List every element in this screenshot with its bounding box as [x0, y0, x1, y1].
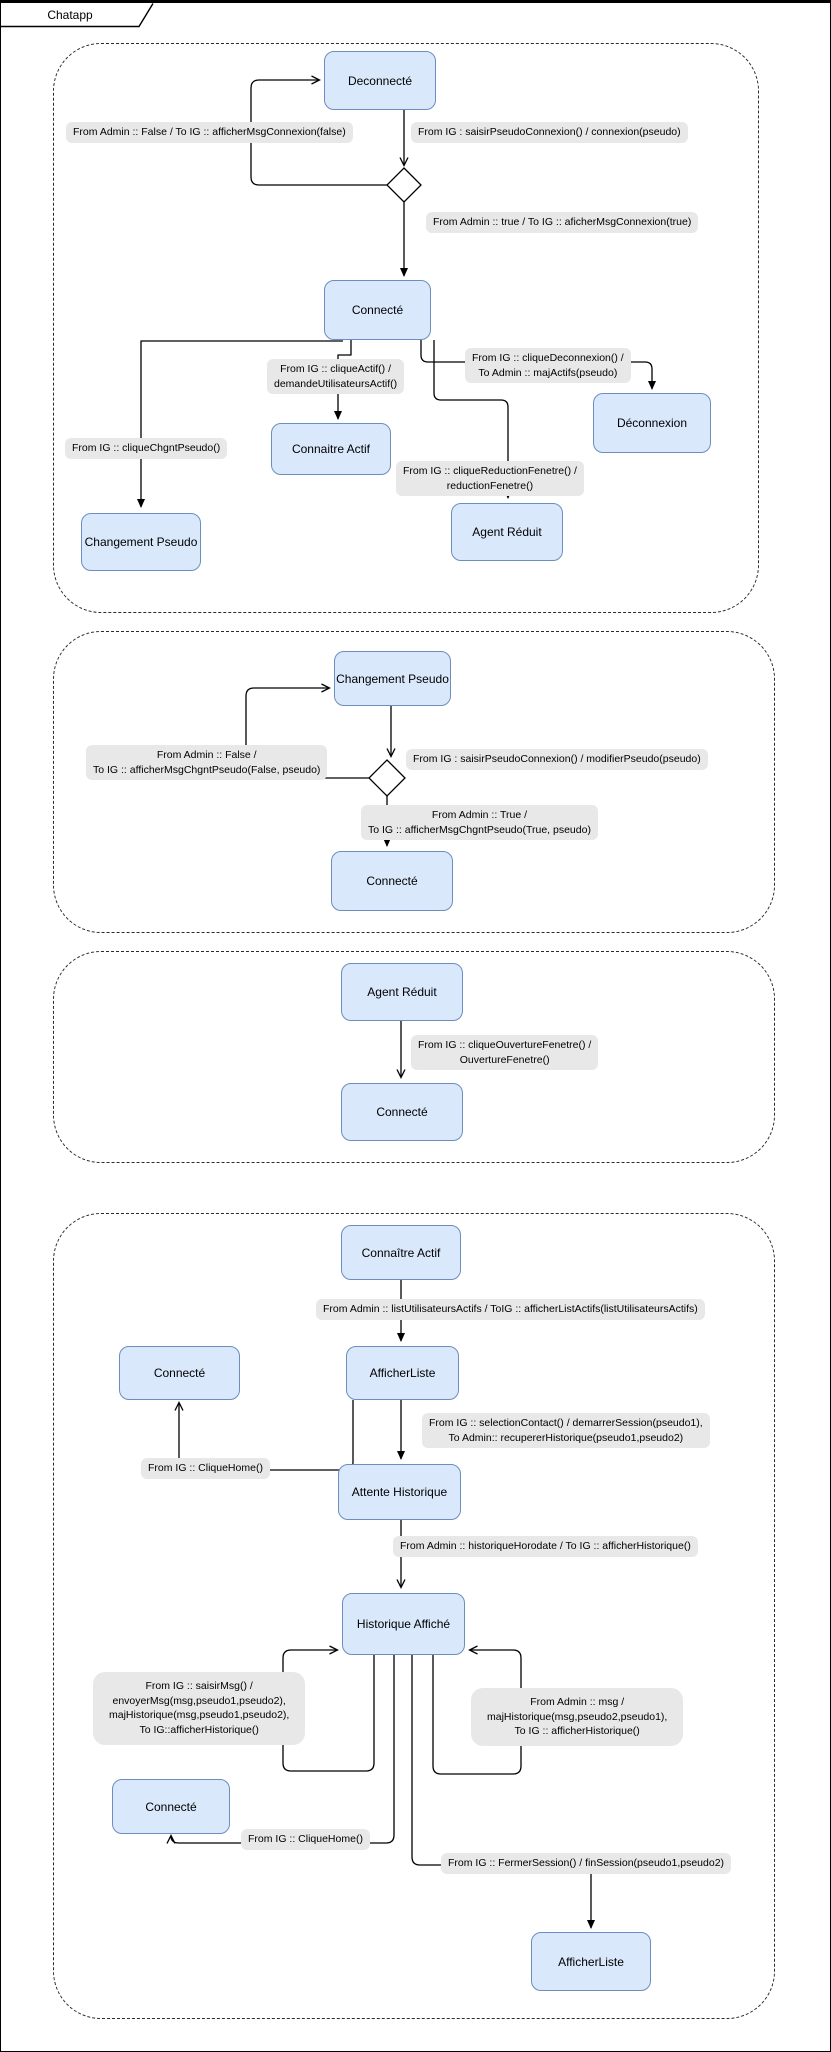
- state-historique-affiche[interactable]: Historique Affiché: [342, 1593, 465, 1655]
- frame-session[interactable]: [53, 1213, 775, 2019]
- label-saisir-pseudo-modifier[interactable]: From IG : saisirPseudoConnexion() / modi…: [406, 749, 708, 770]
- label-clique-home-haut[interactable]: From IG :: CliqueHome(): [141, 1458, 270, 1479]
- state-afficher-liste-bas[interactable]: AfficherListe: [531, 1932, 651, 1991]
- state-connaitre-actif-2[interactable]: Connaître Actif: [341, 1225, 461, 1280]
- state-connecte-4[interactable]: Connecté: [119, 1346, 240, 1400]
- state-changement-pseudo-2[interactable]: Changement Pseudo: [334, 651, 451, 706]
- label-saisir-pseudo-connexion[interactable]: From IG : saisirPseudoConnexion() / conn…: [411, 122, 688, 143]
- frame-agent-reduit[interactable]: [53, 951, 775, 1163]
- state-deconnexion[interactable]: Déconnexion: [593, 393, 711, 453]
- label-clique-home-bas[interactable]: From IG :: CliqueHome(): [241, 1829, 370, 1850]
- transition-historique-selfloop-droite[interactable]: [432, 1645, 522, 1775]
- state-connecte-2[interactable]: Connecté: [331, 851, 453, 911]
- label-selection-contact[interactable]: From IG :: selectionContact() / demarrer…: [422, 1413, 710, 1449]
- label-clique-reduction[interactable]: From IG :: cliqueReductionFenetre() /red…: [396, 461, 584, 497]
- transition-historique-connecte[interactable]: [166, 1655, 395, 1844]
- label-admin-msg[interactable]: From Admin :: msg /majHistorique(msg,pse…: [471, 1688, 684, 1747]
- state-attente-historique[interactable]: Attente Historique: [338, 1464, 461, 1520]
- state-connecte-3[interactable]: Connecté: [341, 1083, 463, 1141]
- label-saisir-msg[interactable]: From IG :: saisirMsg() /envoyerMsg(msg,p…: [93, 1672, 306, 1745]
- state-afficher-liste[interactable]: AfficherListe: [346, 1346, 459, 1400]
- state-agent-reduit-2[interactable]: Agent Réduit: [341, 963, 463, 1021]
- label-list-actifs[interactable]: From Admin :: listUtilisateursActifs / T…: [316, 1299, 705, 1320]
- label-clique-chgnt-pseudo[interactable]: From IG :: cliqueChgntPseudo(): [65, 438, 228, 459]
- title-tab-outline: [1, 3, 154, 28]
- frame-changement-pseudo[interactable]: [53, 631, 775, 933]
- diagram-title[interactable]: Chatapp: [47, 7, 93, 22]
- label-clique-deconnexion[interactable]: From IG :: cliqueDeconnexion() /To Admin…: [465, 348, 631, 384]
- choice-diamond-changement[interactable]: [368, 759, 406, 797]
- label-admin-false-chgnt[interactable]: From Admin :: False /To IG :: afficherMs…: [86, 745, 328, 781]
- label-admin-false[interactable]: From Admin :: False / To IG :: afficherM…: [66, 122, 353, 143]
- transition-historique-selfloop-gauche[interactable]: [282, 1645, 375, 1772]
- state-deconnecte[interactable]: Deconnecté: [324, 51, 436, 110]
- label-admin-true-chgnt[interactable]: From Admin :: True /To IG :: afficherMsg…: [361, 805, 598, 841]
- label-historique-horodate[interactable]: From Admin :: historiqueHorodate / To IG…: [393, 1536, 698, 1557]
- label-admin-true[interactable]: From Admin :: true / To IG :: aficherMsg…: [426, 212, 699, 233]
- choice-diamond-connexion[interactable]: [386, 167, 422, 203]
- state-connaitre-actif-1[interactable]: Connaitre Actif: [271, 423, 391, 475]
- state-connecte-1[interactable]: Connecté: [324, 280, 431, 340]
- frame-connexion[interactable]: [53, 43, 759, 613]
- state-agent-reduit-1[interactable]: Agent Réduit: [451, 503, 563, 561]
- label-fermer-session[interactable]: From IG :: FermerSession() / finSession(…: [441, 1853, 732, 1874]
- label-clique-actif[interactable]: From IG :: cliqueActif() /demandeUtilisa…: [267, 359, 405, 395]
- label-clique-ouverture[interactable]: From IG :: cliqueOuvertureFenetre() /Ouv…: [411, 1035, 599, 1071]
- state-connecte-5[interactable]: Connecté: [112, 1779, 230, 1834]
- state-changement-pseudo-1[interactable]: Changement Pseudo: [81, 513, 201, 571]
- transition-connecte-agent[interactable]: [433, 340, 512, 499]
